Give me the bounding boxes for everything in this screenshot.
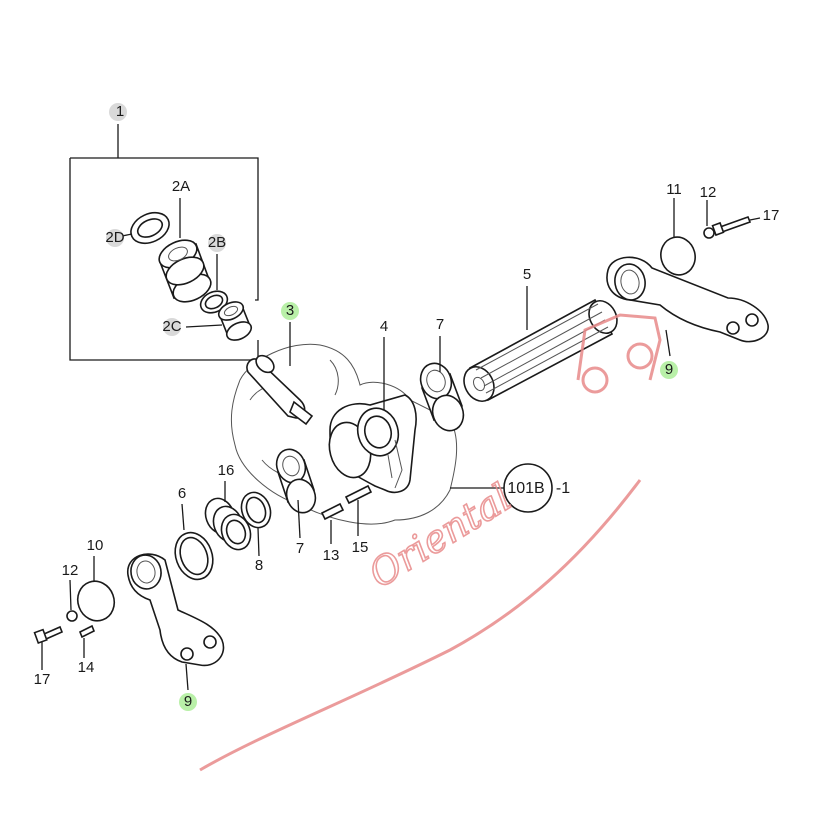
bushing-7-lower	[275, 448, 317, 539]
callout-11: 11	[666, 181, 682, 198]
bushing-2c	[185, 301, 253, 341]
reference-101b-suffix: -1	[556, 480, 570, 497]
callout-2d: 2D	[105, 229, 124, 246]
callout-8: 8	[255, 557, 263, 574]
callout-17-upper: 17	[763, 207, 780, 224]
bushing-7-upper	[419, 336, 465, 432]
callout-9-lower: 9	[184, 693, 192, 710]
svg-text:Oriental: Oriental	[361, 475, 519, 596]
callout-9-upper: 9	[665, 361, 673, 378]
washer-12-upper	[703, 200, 715, 239]
pin-14	[78, 624, 96, 658]
highlight-3	[281, 302, 299, 320]
washer-12-lower	[66, 579, 78, 622]
sleeve-2a	[158, 198, 212, 303]
callout-6: 6	[178, 485, 186, 502]
callout-16: 16	[218, 462, 235, 479]
reference-101b	[450, 463, 553, 513]
highlight-9-lower	[179, 693, 197, 711]
lever-4	[328, 337, 417, 494]
callout-10: 10	[87, 537, 104, 554]
cap-11	[660, 198, 696, 276]
kit-box	[69, 124, 259, 361]
highlight-9-upper	[660, 361, 678, 379]
pin-15	[344, 484, 373, 536]
callout-12-upper: 12	[700, 184, 717, 201]
highlight-2c	[163, 318, 181, 336]
callout-1: 1	[116, 103, 124, 120]
highlight-1	[109, 103, 127, 121]
callout-2b: 2B	[208, 234, 226, 251]
callout-labels: 1 2A 2B 2C 2D 3 4 5 6 7 7 8 9 9 10 11 12…	[34, 103, 780, 711]
callout-14: 14	[78, 659, 95, 676]
lever-arm-9-lower	[127, 553, 225, 691]
callout-7-upper: 7	[436, 316, 444, 333]
oring-6	[174, 503, 214, 581]
pin-3	[246, 322, 314, 426]
ring-8	[240, 491, 272, 557]
seal-16	[204, 481, 252, 551]
callout-17-lower: 17	[34, 671, 51, 688]
callout-13: 13	[323, 547, 340, 564]
callout-12-lower: 12	[62, 562, 79, 579]
callout-15: 15	[352, 539, 369, 556]
lever-arm-9-upper	[606, 256, 769, 357]
bolt-17-upper	[711, 215, 761, 237]
highlight-2b	[208, 234, 226, 252]
callout-7-lower: 7	[296, 540, 304, 557]
pin-13	[320, 502, 345, 544]
callout-4: 4	[380, 318, 388, 335]
callout-3: 3	[286, 302, 294, 319]
splined-shaft-5	[463, 286, 618, 402]
cap-10	[76, 556, 116, 622]
highlight-2d	[106, 229, 124, 247]
callout-5: 5	[523, 266, 531, 283]
callout-2c: 2C	[162, 318, 181, 335]
reference-101b-label: 101B	[507, 480, 544, 497]
seal-ring-2d	[130, 211, 170, 245]
bolt-17-lower	[33, 625, 64, 670]
callout-2a: 2A	[172, 178, 190, 195]
oring-2b	[199, 254, 229, 314]
